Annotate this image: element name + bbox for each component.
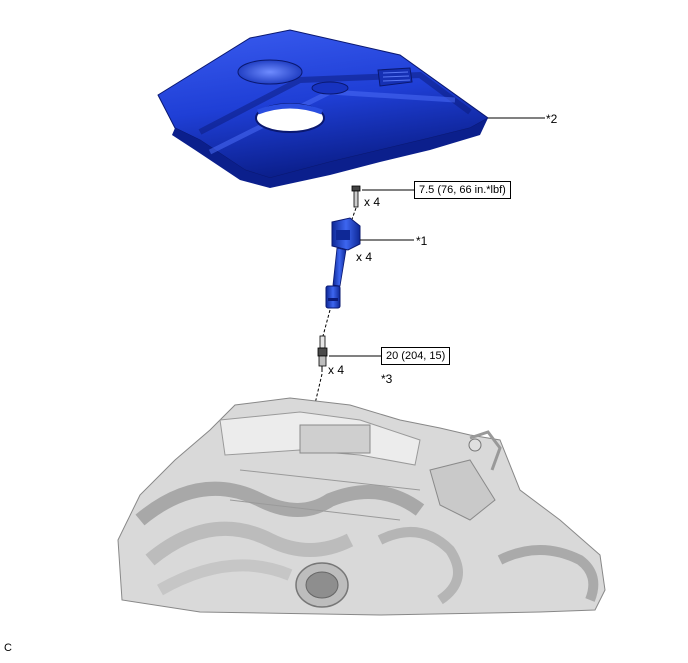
bolt-icon [351, 185, 361, 208]
plug-torque-box: 20 (204, 15) [381, 347, 451, 365]
plug-callout: *3 [381, 372, 393, 386]
spark-plug-icon [317, 335, 328, 372]
ignition-coil-icon [325, 217, 361, 309]
cover-callout: *2 [546, 112, 558, 126]
bolt-torque-box: 7.5 (76, 66 in.*lbf) [414, 181, 511, 199]
coil-callout: *1 [416, 234, 428, 248]
engine-cover-icon [157, 29, 489, 188]
figure-code: C [4, 642, 12, 654]
bolt-quantity: x 4 [364, 195, 381, 209]
plug-quantity: x 4 [328, 363, 345, 377]
coil-quantity: x 4 [356, 250, 373, 264]
engine-block-icon [117, 397, 606, 616]
